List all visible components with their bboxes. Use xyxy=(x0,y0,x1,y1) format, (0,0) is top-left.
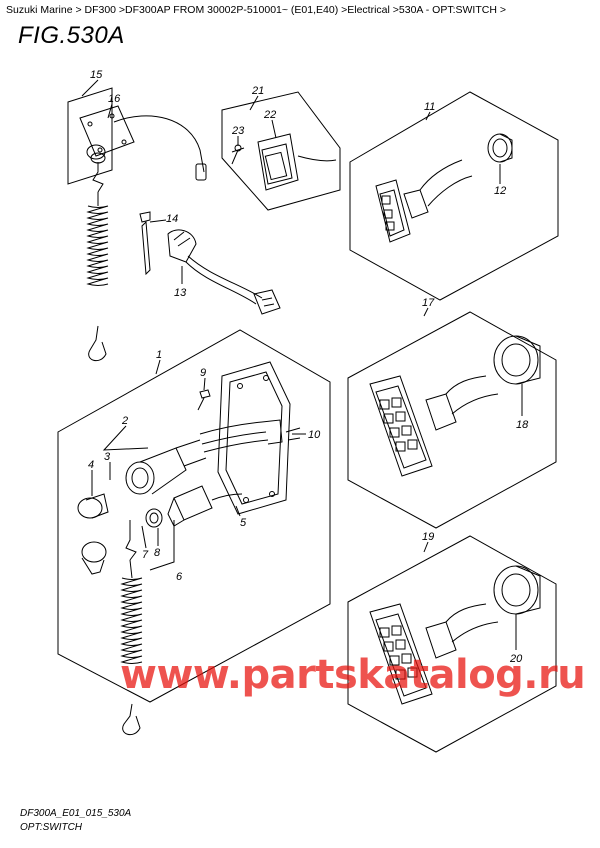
panel-15 xyxy=(67,87,113,185)
callout-21: 21 xyxy=(251,85,264,97)
figure-title: FIG.530A xyxy=(18,22,125,49)
drawing-name: OPT:SWITCH xyxy=(20,822,83,833)
callout-18: 18 xyxy=(516,419,529,431)
callout-16: 16 xyxy=(108,93,121,105)
callout-8: 8 xyxy=(154,547,161,559)
callout-1: 1 xyxy=(156,349,162,361)
callout-11: 11 xyxy=(424,101,435,113)
mount-plate xyxy=(79,105,135,157)
coil-cord-lower xyxy=(120,577,143,664)
panel-19 xyxy=(347,535,557,753)
callout-13: 13 xyxy=(174,287,187,299)
callout-10: 10 xyxy=(308,429,321,441)
callout-7: 7 xyxy=(142,549,149,561)
mount-bracket xyxy=(217,361,291,515)
callout-19: 19 xyxy=(422,531,434,543)
callout-5: 5 xyxy=(240,517,247,529)
panel-17 xyxy=(347,311,557,529)
breadcrumb: Suzuki Marine > DF300 >DF300AP FROM 3000… xyxy=(6,4,506,16)
watermark: www.partskatalog.ru xyxy=(120,652,586,698)
callout-17: 17 xyxy=(422,297,435,309)
panel-21 xyxy=(221,91,341,211)
panel-1 xyxy=(57,329,331,703)
callout-15: 15 xyxy=(90,69,103,81)
callout-22: 22 xyxy=(263,109,276,121)
callout-12: 12 xyxy=(494,185,506,197)
callout-20: 20 xyxy=(509,653,523,665)
callout-6: 6 xyxy=(176,571,183,583)
callout-9: 9 xyxy=(200,367,206,379)
callout-23: 23 xyxy=(231,125,245,137)
callout-14: 14 xyxy=(166,213,178,225)
coil-cord-upper xyxy=(86,205,109,286)
drawing-code: DF300A_E01_015_530A xyxy=(20,808,132,819)
callout-2: 2 xyxy=(121,415,128,427)
panel-11 xyxy=(349,91,559,301)
callout-3: 3 xyxy=(104,451,111,463)
callout-4: 4 xyxy=(88,459,94,471)
